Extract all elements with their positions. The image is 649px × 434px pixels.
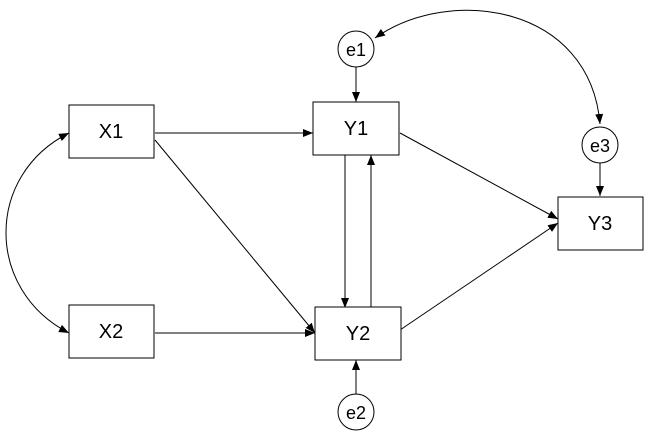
- node-x1-label: X1: [99, 121, 123, 143]
- edge-y2-y3: [399, 222, 559, 331]
- node-y2-label: Y2: [346, 323, 370, 345]
- error-e2-label: e2: [346, 403, 366, 423]
- error-e1: e1: [337, 30, 375, 68]
- node-y3: Y3: [557, 196, 644, 251]
- node-x2-label: X2: [99, 321, 123, 343]
- error-e3: e3: [581, 126, 619, 164]
- node-y1: Y1: [312, 101, 400, 156]
- edge-x1-y2: [154, 139, 316, 334]
- covariance-x1-x2: [5, 132, 70, 334]
- node-x1: X1: [68, 104, 155, 159]
- edges: [5, 9, 604, 395]
- node-y3-label: Y3: [588, 213, 612, 235]
- node-y2: Y2: [314, 306, 402, 361]
- error-e2: e2: [337, 393, 375, 431]
- node-x2: X2: [68, 304, 155, 359]
- error-e1-label: e1: [346, 40, 366, 60]
- node-y1-label: Y1: [344, 118, 368, 140]
- edge-y1-y3: [399, 132, 559, 220]
- covariance-e1-e3: [374, 9, 604, 125]
- error-e3-label: e3: [590, 136, 610, 156]
